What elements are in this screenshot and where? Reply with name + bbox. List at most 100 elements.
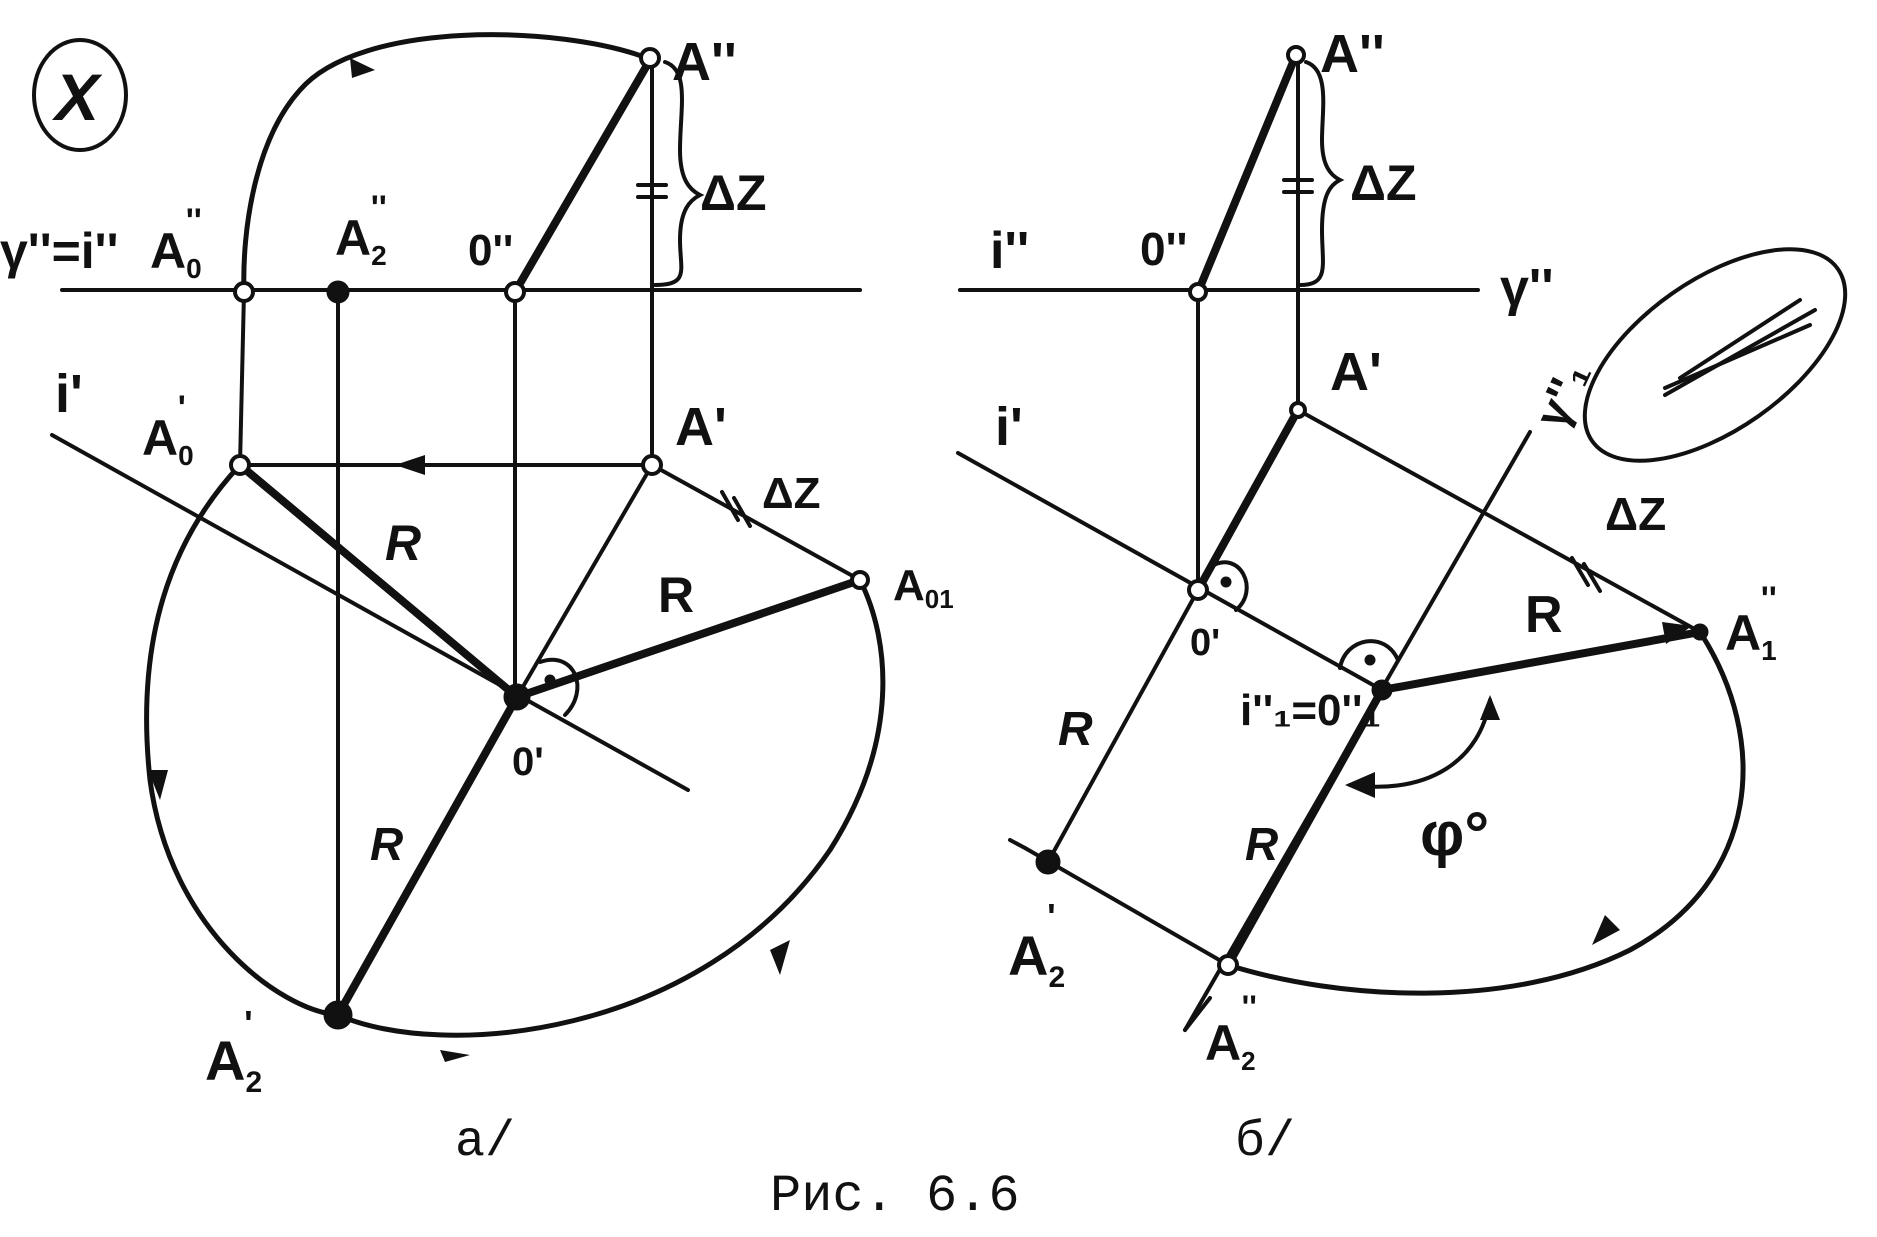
label-R-left-b: R xyxy=(1058,703,1093,756)
segment-Ap-Op xyxy=(515,463,654,699)
radius-O-A0p xyxy=(236,461,521,701)
arrow-arc-b xyxy=(1592,915,1620,945)
point-A0p xyxy=(229,454,251,476)
point-A1pp xyxy=(1691,623,1709,641)
link-A0pp-A0p xyxy=(238,290,246,467)
label-dz-top-b: ΔZ xyxy=(1350,155,1416,211)
label-A01: A01 xyxy=(893,561,954,614)
label-R-right-a: R xyxy=(658,567,694,623)
arc-upper-a xyxy=(241,32,648,293)
subfigure-b-label: б/ xyxy=(1235,1114,1295,1171)
point-A2pp xyxy=(326,280,350,304)
right-angle-arc-b1 xyxy=(1210,560,1249,612)
point-A2pp-b xyxy=(1217,954,1239,976)
arrow-circle-right xyxy=(770,940,790,975)
label-dz-right-b: ΔZ xyxy=(1605,488,1666,540)
label-R-mid-b: R xyxy=(1245,818,1278,870)
label-i-prime-b: i' xyxy=(995,397,1023,457)
label-Op-a: 0' xyxy=(512,740,544,784)
scribble-line-2 xyxy=(1663,323,1812,390)
label-gamma-i-a: γ''=i'' xyxy=(0,223,118,279)
tick-dz-r1 xyxy=(720,490,740,522)
label-A2pp: A2'' xyxy=(335,189,387,271)
point-Opp-b xyxy=(1188,282,1208,302)
label-Op-b: 0' xyxy=(1190,622,1220,664)
label-Opp-a: 0'' xyxy=(468,226,513,275)
figure-caption: Рис. 6.6 xyxy=(770,1167,1020,1226)
right-angle-arc-b2 xyxy=(1338,639,1400,670)
radius-O1-A1pp xyxy=(1378,628,1704,694)
point-App-b xyxy=(1286,45,1306,65)
tick-dz-r2 xyxy=(732,496,752,528)
point-O1pp xyxy=(1371,679,1393,701)
phi-arrow-start xyxy=(1480,695,1500,720)
point-A2p xyxy=(323,1000,353,1030)
tick-dz-br2 xyxy=(1582,562,1602,593)
point-A2p-b xyxy=(1035,849,1061,875)
label-phi: φ° xyxy=(1420,800,1489,869)
radius-O1-A2pp xyxy=(1224,686,1386,969)
label-i1-O1: i''₁=0''₁ xyxy=(1240,686,1381,735)
point-Ap-b xyxy=(1289,401,1307,419)
label-dz-top-a: ΔZ xyxy=(700,165,766,221)
line-i-prime-b xyxy=(956,451,1384,692)
subfigure-a-label: а/ xyxy=(455,1114,515,1171)
label-R-bottom-a: R xyxy=(370,818,403,870)
phi-arrow-end xyxy=(1345,772,1375,798)
phi-arc xyxy=(1348,698,1492,789)
arrow-circle-left xyxy=(148,770,168,800)
scribble-ellipse xyxy=(1582,247,1848,463)
arrow-A1pp xyxy=(1662,622,1692,644)
label-A0pp: A0'' xyxy=(150,202,202,284)
extension-A2p xyxy=(1008,838,1027,850)
label-App-b: A'' xyxy=(1320,24,1385,84)
brace-dz-b xyxy=(1298,60,1345,287)
tick-dz-br1 xyxy=(1570,556,1590,587)
label-dz-right-a: ΔZ xyxy=(762,469,821,518)
segment-Opp-App-b xyxy=(1194,51,1300,296)
label-A0p: A0' xyxy=(142,389,194,471)
label-i-prime-a: i' xyxy=(55,364,83,424)
label-R-top-b: R xyxy=(1525,586,1563,644)
label-A2pp-b: A2'' xyxy=(1205,989,1257,1076)
point-A0pp xyxy=(233,281,255,303)
subfigure-b: A'' ΔZ i'' 0'' γ'' A' γ''₁ i' ΔZ R A1'' … xyxy=(956,24,1848,1171)
point-A01 xyxy=(850,570,870,590)
point-Op xyxy=(503,683,531,711)
label-A2p: A2' xyxy=(205,1003,262,1099)
point-Ap xyxy=(641,454,663,476)
circle-arc-a xyxy=(144,463,886,1038)
point-Op-b xyxy=(1187,579,1209,601)
extension-A2pp xyxy=(1183,996,1212,1032)
label-gammapp-b: γ'' xyxy=(1500,259,1554,317)
segment-Op-A2p-b xyxy=(1046,588,1200,864)
point-App xyxy=(639,47,661,69)
right-angle-dot-a xyxy=(544,674,556,686)
scribble-line-1 xyxy=(1663,308,1817,397)
segment-Ap-A1pp xyxy=(1296,408,1702,634)
brace-dz-a xyxy=(653,60,705,287)
label-Ap-b: A' xyxy=(1330,342,1382,402)
right-angle-arc-a xyxy=(538,657,580,717)
right-angle-dot-b2 xyxy=(1364,654,1376,666)
point-Opp xyxy=(504,281,526,303)
label-Opp-b: 0'' xyxy=(1140,223,1187,275)
arrow-circle-bottom xyxy=(440,1050,470,1062)
right-angle-dot-b1 xyxy=(1220,576,1232,588)
label-App-a: A'' xyxy=(672,32,737,92)
segment-Ap-Op-b xyxy=(1194,406,1302,594)
label-Ap-a: A' xyxy=(675,397,727,457)
circle-arc-b xyxy=(1227,630,1746,996)
label-R-left-a: R xyxy=(385,515,421,571)
segment-Opp-App xyxy=(511,56,654,296)
label-ipp-b: i'' xyxy=(990,222,1029,280)
arrow-to-A0p xyxy=(395,455,425,475)
note-circle xyxy=(32,38,128,152)
line-i-prime-a xyxy=(50,433,690,792)
radius-O-A2p xyxy=(334,693,521,1019)
label-A1pp: A1'' xyxy=(1725,580,1777,666)
segment-Ap-A01 xyxy=(650,463,862,582)
label-A2p-b: A2' xyxy=(1008,896,1065,994)
arc-arrow-upper xyxy=(350,58,375,78)
